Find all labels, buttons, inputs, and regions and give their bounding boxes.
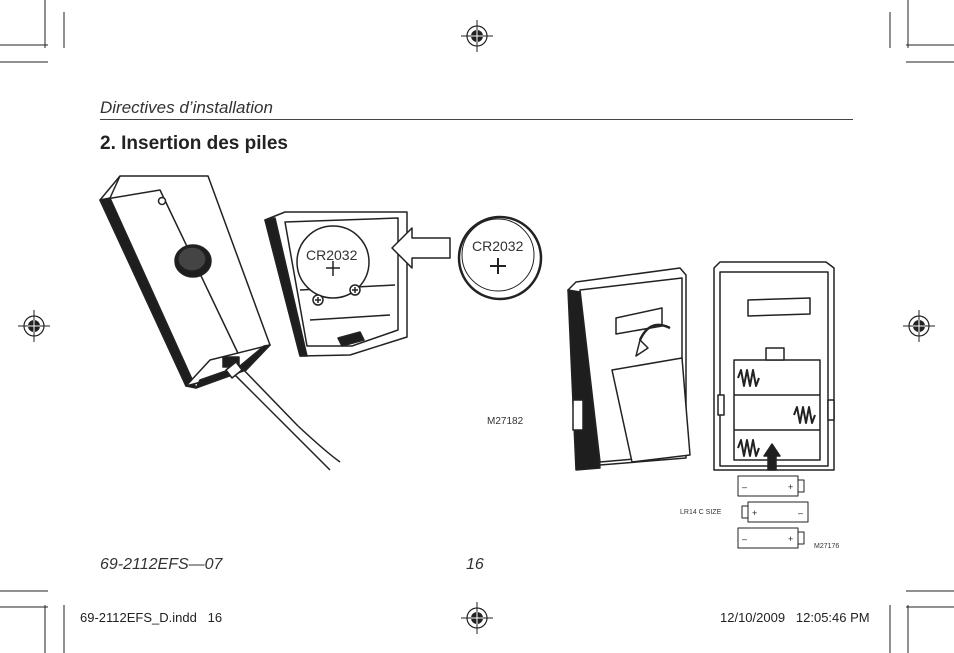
- screwdriver: [225, 361, 341, 471]
- document-code: 69-2112EFS—07: [100, 556, 223, 573]
- header-rule: [100, 119, 853, 120]
- svg-text:+: +: [788, 482, 793, 492]
- running-header: Directives d’installation: [100, 98, 273, 117]
- pushbutton-housing: [99, 175, 271, 389]
- insert-arrow-icon: [391, 227, 451, 269]
- svg-text:–: –: [742, 482, 747, 492]
- chime-cover: [567, 267, 691, 471]
- figure-left-code: M27182: [487, 416, 524, 427]
- page-number: 16: [466, 556, 484, 573]
- svg-text:+: +: [752, 508, 757, 518]
- battery-compartment: [264, 211, 408, 357]
- c-size-batteries: – + + – – +: [737, 475, 809, 549]
- loose-battery: [457, 215, 543, 301]
- indicator-light: [157, 196, 167, 206]
- svg-text:–: –: [742, 534, 747, 544]
- section-title: 2. Insertion des piles: [100, 133, 288, 154]
- chime-base: [713, 261, 835, 471]
- slug-datetime: 12/10/2009 12:05:46 PM: [720, 610, 870, 625]
- svg-text:–: –: [798, 508, 803, 518]
- registration-target-bottom: [461, 602, 493, 634]
- svg-text:+: +: [788, 534, 793, 544]
- loose-battery-label: CR2032: [472, 238, 524, 254]
- registration-target-right: [903, 310, 935, 342]
- slug-filename: 69-2112EFS_D.indd 16: [80, 610, 223, 625]
- installed-battery-label: CR2032: [306, 247, 358, 263]
- label-window: [747, 297, 811, 317]
- insert-up-arrow-icon: [763, 443, 781, 471]
- figure-right-code: M27176: [814, 543, 840, 550]
- registration-target-top: [461, 20, 493, 52]
- registration-target-left: [18, 310, 50, 342]
- battery-door: [611, 357, 691, 463]
- battery-size-label: LR14 C SIZE: [680, 509, 722, 516]
